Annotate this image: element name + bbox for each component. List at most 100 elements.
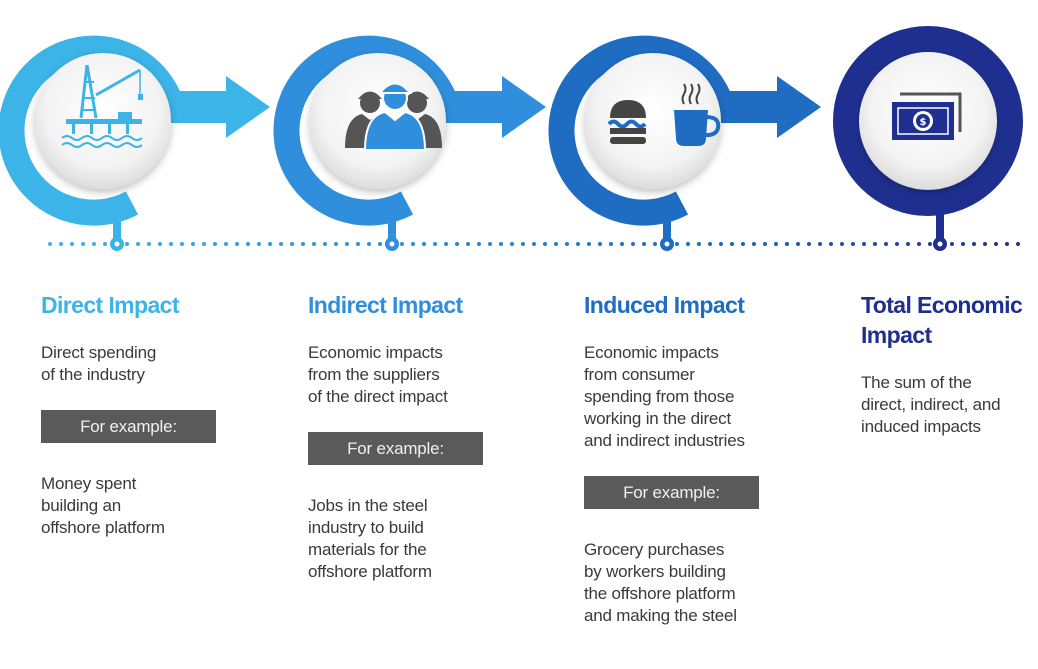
timeline-dot <box>444 242 448 246</box>
timeline-dot <box>235 242 239 246</box>
timeline-dot <box>70 242 74 246</box>
timeline-dot <box>290 242 294 246</box>
step-1-example-badge: For example: <box>41 410 216 443</box>
timeline-dot <box>873 242 877 246</box>
timeline-dot <box>103 242 107 246</box>
timeline-dot <box>411 242 415 246</box>
timeline-dot <box>367 242 371 246</box>
step-3-ring <box>548 35 735 226</box>
timeline-dot <box>323 242 327 246</box>
timeline-dot <box>268 242 272 246</box>
timeline-dot <box>92 242 96 246</box>
step-3-arrow-icon <box>715 76 821 138</box>
timeline-dot <box>785 242 789 246</box>
timeline-dot <box>554 242 558 246</box>
timeline-dot <box>477 242 481 246</box>
timeline-dot <box>609 242 613 246</box>
step-3-title: Induced Impact <box>584 292 745 318</box>
timeline-dot <box>829 242 833 246</box>
timeline-dot <box>147 242 151 246</box>
timeline-dot <box>180 242 184 246</box>
timeline-dot <box>598 242 602 246</box>
timeline-dot <box>565 242 569 246</box>
timeline-dot <box>301 242 305 246</box>
timeline-dot <box>686 242 690 246</box>
timeline-dot <box>972 242 976 246</box>
dotted-timeline <box>48 242 1020 246</box>
timeline-dot <box>81 242 85 246</box>
timeline-dot <box>675 242 679 246</box>
timeline-dot <box>796 242 800 246</box>
step-4-column: Total Economic Impact The sum of the dir… <box>861 290 1037 438</box>
timeline-dot <box>202 242 206 246</box>
timeline-dot <box>224 242 228 246</box>
step-1-graphic <box>0 35 270 251</box>
timeline-dot <box>543 242 547 246</box>
step-2-example-badge: For example: <box>308 432 483 465</box>
timeline-dot <box>521 242 525 246</box>
step-2-title: Indirect Impact <box>308 292 463 318</box>
timeline-dot <box>763 242 767 246</box>
step-1-column: Direct Impact Direct spending of the ind… <box>41 290 241 539</box>
timeline-dot <box>356 242 360 246</box>
timeline-dot <box>653 242 657 246</box>
timeline-dot <box>697 242 701 246</box>
timeline-dot <box>1005 242 1009 246</box>
timeline-dot <box>125 242 129 246</box>
step-2-graphic <box>273 35 546 251</box>
step-3-description: Economic impacts from consumer spending … <box>584 343 745 450</box>
timeline-dot <box>136 242 140 246</box>
timeline-dot <box>620 242 624 246</box>
timeline-dot <box>499 242 503 246</box>
workers-icon <box>345 82 442 151</box>
step-4-graphic: $ <box>833 26 1023 251</box>
timeline-dot <box>246 242 250 246</box>
step-2-arrow-icon <box>440 76 546 138</box>
timeline-dot <box>158 242 162 246</box>
step-3-example-badge: For example: <box>584 476 759 509</box>
timeline-dot <box>851 242 855 246</box>
step-1-description: Direct spending of the industry <box>41 343 157 384</box>
timeline-dot <box>587 242 591 246</box>
timeline-dot <box>752 242 756 246</box>
step-3-graphic <box>548 35 821 251</box>
timeline-dot <box>807 242 811 246</box>
timeline-dot <box>345 242 349 246</box>
timeline-dot <box>532 242 536 246</box>
timeline-dot <box>906 242 910 246</box>
step-1-arrow-icon <box>165 76 270 138</box>
impact-flow-diagram: $ <box>0 26 1023 251</box>
step-2-description: Economic impacts from the suppliers of t… <box>308 343 448 406</box>
step-2-example: Jobs in the steel industry to build mate… <box>308 496 432 581</box>
step-1-example: Money spent building an offshore platfor… <box>41 474 165 537</box>
timeline-dot <box>1016 242 1020 246</box>
timeline-dot <box>400 242 404 246</box>
timeline-dot <box>455 242 459 246</box>
timeline-dot <box>378 242 382 246</box>
timeline-dot <box>862 242 866 246</box>
timeline-dot <box>576 242 580 246</box>
timeline-dot <box>994 242 998 246</box>
svg-text:$: $ <box>920 117 927 128</box>
timeline-dot <box>213 242 217 246</box>
timeline-dot <box>59 242 63 246</box>
timeline-dot <box>312 242 316 246</box>
timeline-dot <box>488 242 492 246</box>
timeline-dot <box>818 242 822 246</box>
timeline-dot <box>730 242 734 246</box>
step-3-column: Induced Impact Economic impacts from con… <box>584 290 814 627</box>
timeline-dot <box>279 242 283 246</box>
timeline-dot <box>466 242 470 246</box>
timeline-dot <box>774 242 778 246</box>
timeline-dot <box>895 242 899 246</box>
timeline-dot <box>642 242 646 246</box>
timeline-dot <box>422 242 426 246</box>
timeline-dot <box>961 242 965 246</box>
timeline-dot <box>741 242 745 246</box>
timeline-dot <box>433 242 437 246</box>
step-4-title: Total Economic Impact <box>861 292 1023 348</box>
timeline-dot <box>257 242 261 246</box>
timeline-dot <box>169 242 173 246</box>
step-2-column: Indirect Impact Economic impacts from th… <box>308 290 528 583</box>
step-1-ring <box>0 35 185 226</box>
